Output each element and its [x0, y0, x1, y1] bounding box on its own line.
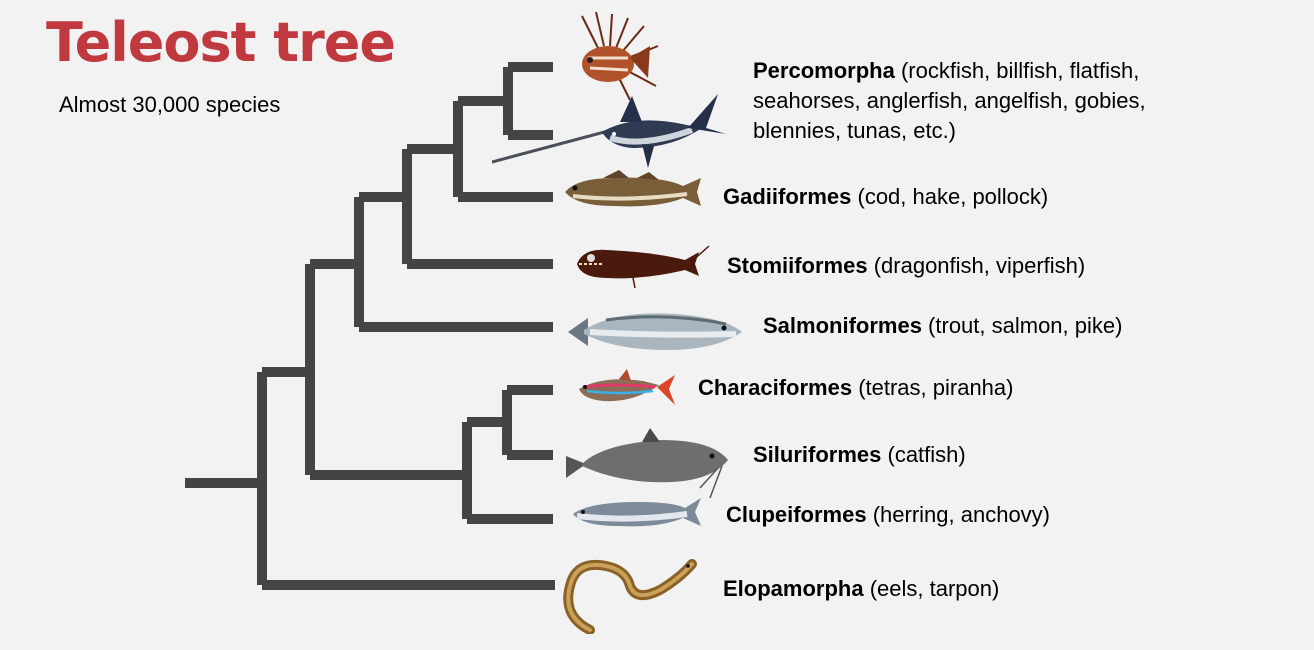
clade-examples: (tetras, piranha) — [852, 375, 1014, 400]
clade-label-salmoniformes: Salmoniformes (trout, salmon, pike) — [763, 311, 1122, 341]
clade-label-stomiiformes: Stomiiformes (dragonfish, viperfish) — [727, 251, 1085, 281]
slide-title: Teleost tree — [46, 11, 396, 74]
lionfish-icon — [581, 11, 659, 101]
eel-icon — [563, 559, 697, 634]
tetra-icon — [579, 369, 675, 405]
clade-examples: blennies, tunas, etc.) — [753, 117, 957, 143]
clade-name: Stomiiformes — [727, 253, 868, 278]
clade-label-elopamorpha: Elopamorpha (eels, tarpon) — [723, 574, 999, 604]
clade-examples: (catfish) — [881, 442, 966, 467]
clade-examples: (herring, anchovy) — [866, 502, 1051, 527]
clade-examples: (eels, tarpon) — [863, 576, 1000, 601]
clade-examples: (cod, hake, pollock) — [851, 184, 1049, 209]
cod-icon — [565, 170, 701, 207]
catfish-icon — [566, 428, 728, 498]
clade-label-clupeiformes: Clupeiformes (herring, anchovy) — [726, 500, 1050, 530]
clade-name: Clupeiformes — [726, 502, 867, 527]
clade-examples: (trout, salmon, pike) — [921, 313, 1123, 338]
herring-icon — [573, 498, 701, 527]
clade-name: Characiformes — [698, 375, 853, 400]
clade-name: Elopamorpha — [723, 576, 864, 601]
clade-examples: (rockfish, billfish, flatfish, — [894, 58, 1140, 83]
clade-examples: (dragonfish, viperfish) — [867, 253, 1086, 278]
clade-name: Percomorpha — [753, 58, 895, 83]
clade-examples: seahorses, anglerfish, angelfish, gobies… — [753, 87, 1146, 113]
clade-label-characiformes: Characiformes (tetras, piranha) — [698, 373, 1013, 403]
salmon-icon — [568, 313, 742, 350]
clade-name: Salmoniformes — [763, 313, 922, 338]
slide-subtitle: Almost 30,000 species — [59, 92, 281, 117]
clade-label-gadiiformes: Gadiiformes (cod, hake, pollock) — [723, 182, 1048, 212]
dragonfish-icon — [577, 245, 710, 288]
clade-label-percomorpha: Percomorpha (rockfish, billfish, flatfis… — [753, 56, 1146, 146]
clade-name: Gadiiformes — [723, 184, 852, 209]
swordfish-icon — [492, 94, 726, 168]
clade-label-siluriformes: Siluriformes (catfish) — [753, 440, 966, 470]
clade-name: Siluriformes — [753, 442, 882, 467]
